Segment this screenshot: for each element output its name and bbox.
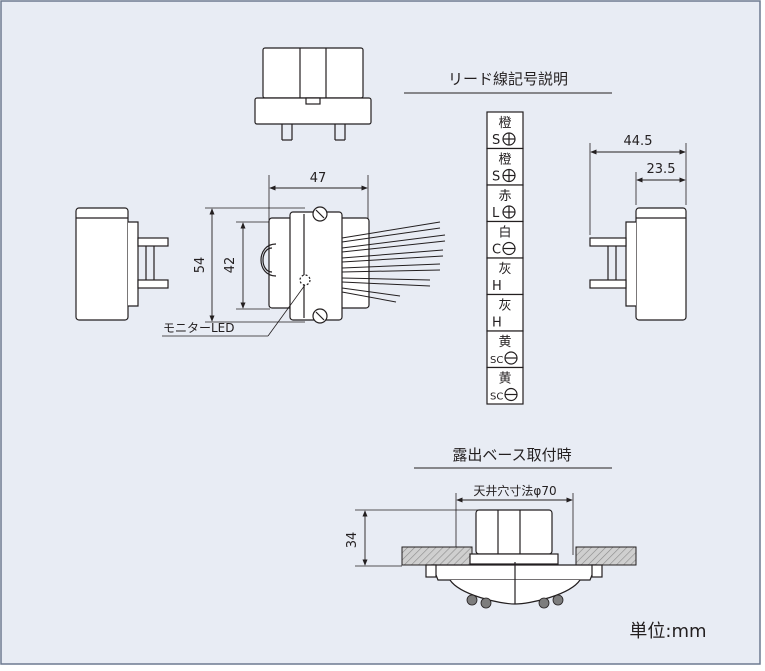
- lead-legend-cell: 橙S: [486, 111, 524, 150]
- lead-code-label: SC: [490, 392, 503, 403]
- mount-view-title: 露出ベース取付時: [452, 446, 571, 464]
- height-inner-dimension-label: 42: [223, 257, 238, 274]
- lead-color-label: 黄: [498, 372, 511, 387]
- ceiling-right: [575, 546, 637, 566]
- lead-code-label: H: [492, 279, 502, 294]
- lead-legend-cell: 橙S: [486, 147, 524, 186]
- front-view: 47 54 42: [162, 171, 446, 337]
- lead-color-label: 白: [498, 225, 511, 241]
- lead-color-label: 灰: [498, 262, 511, 277]
- unit-label: 単位:mm: [629, 621, 706, 642]
- lead-legend-cell: 黄 SC: [486, 330, 524, 369]
- top-view: [254, 47, 372, 141]
- lead-legend-title: リード線記号説明: [448, 70, 568, 88]
- monitor-led: [299, 274, 311, 286]
- lead-legend-cell: 黄 SC: [486, 366, 524, 405]
- lead-legend-cell: 白C: [486, 220, 524, 259]
- lead-code-label: H: [492, 316, 502, 331]
- lead-color-label: 橙: [498, 116, 511, 131]
- monitor-led-label: モニターLED: [163, 321, 235, 335]
- mount-height-dimension-label: 34: [345, 532, 360, 549]
- depth-body-dimension-label: 23.5: [647, 162, 676, 177]
- lead-legend-cell: 灰H: [486, 257, 524, 296]
- lead-color-label: 赤: [498, 189, 511, 204]
- lead-color-label: 橙: [498, 153, 511, 168]
- lead-wires: [341, 221, 446, 303]
- left-side-view: [75, 207, 169, 321]
- hole-dimension-label: 天井穴寸法φ70: [473, 483, 556, 498]
- lead-code-label: SC: [490, 355, 503, 366]
- lead-color-label: 灰: [498, 299, 511, 314]
- ceiling-left: [401, 546, 473, 566]
- lead-code-label: S: [492, 133, 500, 148]
- depth-total-dimension-label: 44.5: [624, 134, 653, 149]
- lead-code-label: L: [492, 206, 500, 221]
- height-outer-dimension-label: 54: [193, 257, 208, 274]
- lead-legend-cell: 灰H: [486, 293, 524, 332]
- lead-code-label: C: [492, 243, 501, 258]
- right-side-view: 44.5 23.5: [589, 134, 687, 321]
- lead-color-label: 黄: [498, 335, 511, 350]
- lead-code-label: S: [492, 170, 500, 185]
- mounted-sensor: [425, 509, 603, 605]
- width-dimension-label: 47: [310, 171, 327, 186]
- lead-legend-cell: 赤L: [486, 184, 524, 223]
- mount-view: 露出ベース取付時 天井穴寸法φ70 34: [345, 446, 637, 609]
